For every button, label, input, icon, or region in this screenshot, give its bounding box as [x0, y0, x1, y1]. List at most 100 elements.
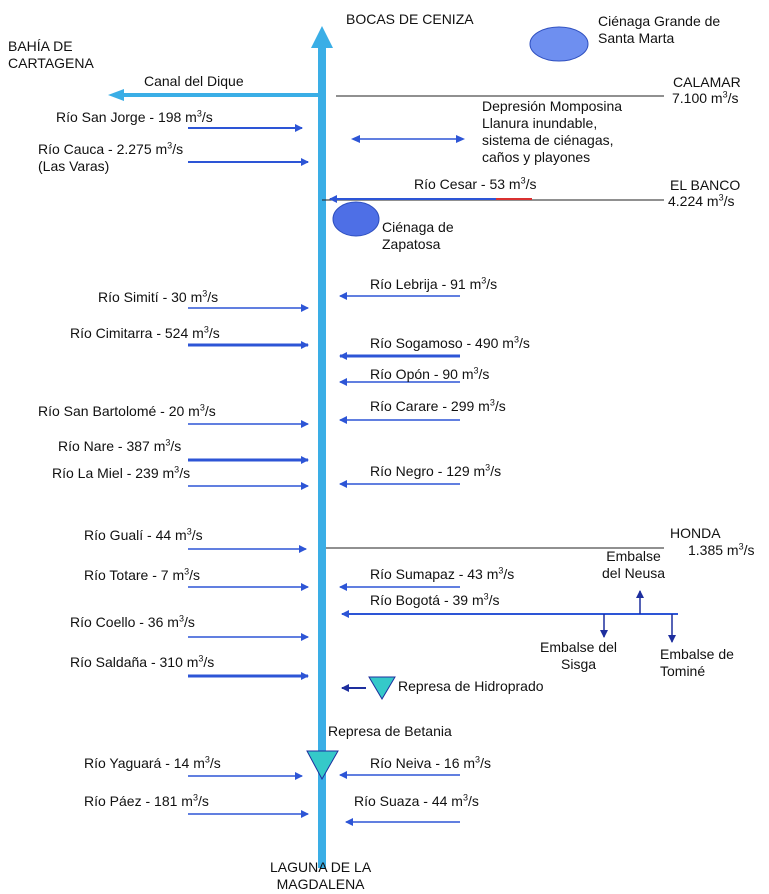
unit-tail: /s: [494, 398, 506, 414]
river-name: Río Totare - 7 m: [84, 567, 185, 583]
unit-superscript: 3: [462, 792, 468, 803]
depresion-arrow-right: [456, 135, 465, 143]
unit-tail: /s: [179, 465, 191, 481]
unit-superscript: 3: [167, 140, 173, 151]
unit-superscript: 3: [722, 89, 728, 100]
river-label-left-7: Río Gualí - 44 m3/s: [84, 527, 203, 544]
river-label-left-4: Río San Bartolomé - 20 m3/s: [38, 403, 216, 420]
river-name-line: Río Opón - 90 m3/s: [370, 366, 489, 383]
river-name-line: Río Nare - 387 m3/s: [58, 438, 181, 455]
honda-flow-value: 1.385 m: [688, 542, 739, 558]
cienaga-zapatosa-shape: [332, 201, 380, 237]
unit-superscript: 3: [199, 402, 205, 413]
river-label-left-9: Río Coello - 36 m3/s: [70, 614, 195, 631]
unit-superscript: 3: [473, 365, 479, 376]
unit-superscript: 3: [174, 464, 180, 475]
laguna-line-1: LAGUNA DE LA: [270, 859, 372, 875]
el-banco-flow-value: 4.224 m: [668, 193, 719, 209]
unit-tail: /s: [743, 542, 755, 558]
river-name-line: Río Sogamoso - 490 m3/s: [370, 335, 530, 352]
river-name: Río Saldaña - 310 m: [70, 654, 199, 670]
laguna-line-2: MAGDALENA: [276, 876, 365, 892]
unit-tail: /s: [207, 289, 219, 305]
river-name-line: Río Lebrija - 91 m3/s: [370, 276, 497, 293]
tomine-line-2: Tominé: [660, 663, 706, 679]
unit-tail: /s: [208, 325, 220, 341]
river-name: Río Opón - 90 m: [370, 366, 474, 382]
unit-superscript: 3: [196, 108, 202, 119]
river-label-left-3: Río Cimitarra - 524 m3/s: [70, 325, 220, 342]
unit-tail: /s: [467, 793, 479, 809]
cienaga-grande-line-1: Ciénaga Grande de: [598, 13, 721, 29]
depresion-line-2: Llanura inundable,: [482, 115, 598, 131]
river-name: Río Carare - 299 m: [370, 398, 490, 414]
river-name: Río Lebrija - 91 m: [370, 276, 482, 292]
unit-superscript: 3: [203, 324, 209, 335]
zapatosa-line-2: Zapatosa: [382, 236, 441, 252]
unit-tail: /s: [518, 335, 530, 351]
unit-tail: /s: [183, 614, 195, 630]
el-banco-flow-label: 4.224 m3/s: [668, 193, 735, 210]
embalse-tomine-label: Embalse de Tominé: [660, 646, 734, 680]
river-label-right-6: Río Sumapaz - 43 m3/s: [370, 566, 514, 583]
bahia-label-line-1: BAHÍA DE: [8, 38, 73, 54]
unit-superscript: 3: [489, 397, 495, 408]
river-name-line: Río Yaguará - 14 m3/s: [84, 755, 221, 772]
bahia-label-line-2: CARTAGENA: [8, 55, 94, 71]
river-name-line: Río Gualí - 44 m3/s: [84, 527, 203, 544]
river-name: Río Gualí - 44 m: [84, 527, 187, 543]
embalse-sisga-label: Embalse del Sisga: [540, 639, 617, 673]
river-name: Río Negro - 129 m: [370, 463, 486, 479]
river-name-line: Río Páez - 181 m3/s: [84, 793, 209, 810]
river-name-line: Río Carare - 299 m3/s: [370, 398, 506, 415]
unit-superscript: 3: [483, 591, 489, 602]
unit-tail: /s: [172, 141, 184, 157]
river-name: Río Cauca - 2.275 m: [38, 141, 168, 157]
river-name-line: Río Sumapaz - 43 m3/s: [370, 566, 514, 583]
honda-flow-label: 1.385 m3/s: [688, 542, 755, 559]
river-label-right-5: Río Negro - 129 m3/s: [370, 463, 501, 480]
unit-superscript: 3: [498, 565, 504, 576]
cienaga-grande-line-2: Santa Marta: [598, 30, 675, 46]
depresion-arrow-left: [351, 135, 360, 143]
unit-tail: /s: [191, 527, 203, 543]
unit-superscript: 3: [202, 288, 208, 299]
unit-superscript: 3: [198, 653, 204, 664]
unit-superscript: 3: [178, 613, 184, 624]
unit-superscript: 3: [481, 275, 487, 286]
unit-superscript: 3: [513, 334, 519, 345]
river-label-left-5: Río Nare - 387 m3/s: [58, 438, 181, 455]
river-name-line: Río San Bartolomé - 20 m3/s: [38, 403, 216, 420]
river-label-left-2: Río Simití - 30 m3/s: [98, 289, 218, 306]
river-name: Río Cesar - 53 m: [414, 176, 521, 192]
tomine-line-1: Embalse de: [660, 646, 734, 662]
river-label-left-6: Río La Miel - 239 m3/s: [52, 465, 190, 482]
betania-label: Represa de Betania: [328, 723, 452, 739]
calamar-flow-label: 7.100 m3/s: [672, 90, 739, 107]
el-banco-label: EL BANCO: [670, 177, 741, 193]
river-name-line: Río La Miel - 239 m3/s: [52, 465, 190, 482]
river-name: Río Yaguará - 14 m: [84, 755, 205, 771]
unit-tail: /s: [197, 793, 209, 809]
depresion-line-4: caños y playones: [482, 149, 591, 165]
river-name-line: Río Cauca - 2.275 m3/s: [38, 141, 183, 158]
river-name: Río La Miel - 239 m: [52, 465, 175, 481]
river-label-right-3: Río Opón - 90 m3/s: [370, 366, 489, 383]
river-name: Río Coello - 36 m: [70, 614, 179, 630]
canal-del-dique-label: Canal del Dique: [144, 73, 244, 89]
unit-tail: /s: [201, 109, 213, 125]
river-label-left-10: Río Saldaña - 310 m3/s: [70, 654, 214, 671]
river-name-line: Río Cesar - 53 m3/s: [414, 176, 537, 193]
unit-superscript: 3: [738, 541, 744, 552]
calamar-flow-value: 7.100 m: [672, 90, 723, 106]
zapatosa-line-1: Ciénaga de: [382, 219, 454, 235]
unit-tail: /s: [723, 193, 735, 209]
river-label-right-4: Río Carare - 299 m3/s: [370, 398, 506, 415]
river-name: Río San Bartolomé - 20 m: [38, 403, 200, 419]
river-name: Río Sumapaz - 43 m: [370, 566, 499, 582]
sisga-line-2: Sisga: [561, 656, 597, 672]
zapatosa-label: Ciénaga de Zapatosa: [382, 219, 454, 253]
unit-tail: /s: [486, 276, 498, 292]
unit-tail: /s: [170, 438, 182, 454]
